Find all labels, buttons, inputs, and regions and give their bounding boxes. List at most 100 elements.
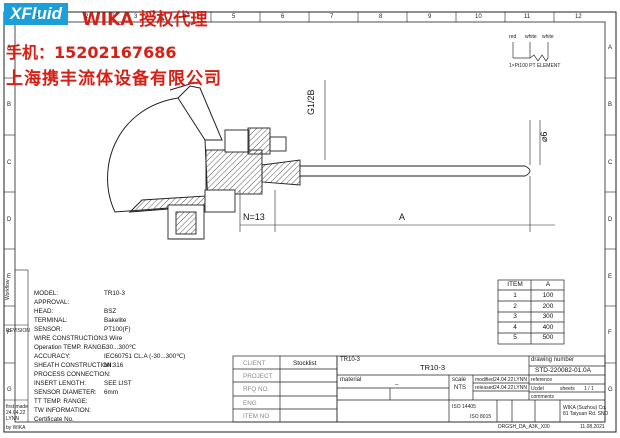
spec-value: BSZ [104,308,117,315]
col-number: 4 [183,14,187,20]
table-cell: 4 [513,324,517,331]
table-cell: 5 [513,334,517,341]
row-letter: B [7,102,12,108]
spec-label: PROCESS CONNECTION: [34,371,111,378]
spec-label: Certificate No. [34,416,74,423]
scale-label: scale [452,377,467,383]
col-number: 10 [475,14,482,20]
spec-value: IEC60751 CL.A (-30...300℃) [104,353,186,360]
dimension-lines [239,80,555,232]
wire-label-red: red [509,34,517,40]
first-made-date: 24.04.22 [6,410,26,416]
client-value: Stocklist [293,360,317,367]
row-letter: C [7,160,12,166]
wika-agent-title: WIKA 授权代理 [82,10,208,30]
spec-value: -30...300℃ [104,344,136,351]
table-cell: 100 [542,292,554,299]
wire-label-white: white [525,34,537,40]
item-table-grid [497,279,565,345]
first-made-label: first made [6,404,28,410]
row-letter: A [7,45,12,51]
spec-value: 6mm [104,389,118,396]
comments-label: comments [531,394,555,400]
a-header: A [545,281,551,288]
modified-label: modified [475,377,494,383]
row-letter: F [7,330,11,336]
spec-label: SENSOR: [34,326,63,333]
spec-label: SHEATH CONSTRUCTION: [34,362,114,369]
workflow-label: Workflow [5,279,11,300]
diameter-dimension: ⌀6 [539,131,549,142]
row-letter: D [7,217,12,223]
sheets-value: 1 / 1 [584,386,594,392]
spec-label: TW INFORMATION: [34,407,91,414]
company-name: 上海携丰流体设备有限公司 [6,69,222,89]
eng-label: ENG [243,400,257,407]
row-letter: E [608,274,613,280]
spec-value: MI 316 [104,362,124,369]
col-number: 1 [36,14,40,20]
footer-date: 11.08.2021 [580,424,605,430]
col-number: 6 [281,14,285,20]
drawing-number: STD-220082-01.0A [535,367,592,374]
model-center: TR10-3 [420,363,446,372]
drawing-number-label: drawing number [531,357,575,363]
released-label: released [475,385,495,391]
col-number: 7 [330,14,334,20]
client-label: CLIENT [243,360,266,367]
spec-value: PT100(F) [104,326,131,333]
material-label: material [340,377,362,383]
row-letter: A [608,45,613,51]
revision-label: REVISION [6,328,30,334]
released-by: LYNN [514,385,527,391]
sheath [299,165,531,177]
iso-ref-label: ISO 8015 [470,414,492,420]
scale-value: NTS [454,385,466,391]
row-letter: B [608,102,613,108]
spec-label: ACCURACY: [34,353,71,360]
company-address-block: 81 Taiyuan Rd. SND [563,411,609,417]
sheets-label: sheets [560,386,575,392]
rfq-label: RFQ NO. [243,386,270,393]
spec-label: WIRE CONSTRUCTION: [34,335,105,342]
modified-date: 24.04.22 [494,377,514,383]
phone-number: 手机：15202167686 [6,43,177,62]
wire-label-white-2: white [542,34,554,40]
project-label: PROJECT [243,373,273,380]
row-letter: E [7,274,12,280]
table-cell: 200 [542,303,554,310]
col-number: 9 [428,14,432,20]
title-block-grid [336,355,606,423]
spec-label: INSERT LENGTH: [34,380,86,387]
n-dimension: N=13 [243,212,265,222]
col-number: 12 [575,14,582,20]
revision-strip [4,269,29,422]
spec-label: TT TEMP. RANGE: [34,398,88,405]
col-number: 8 [379,14,383,20]
spec-label: APPROVAL: [34,299,70,306]
sensor-head [107,83,223,213]
row-letter: G [608,387,613,393]
row-letter: D [608,217,613,223]
spec-label: MODEL: [34,290,59,297]
row-letter: C [608,160,613,166]
col-number: 2 [85,14,89,20]
table-cell: 3 [513,313,517,320]
item-no-label: ITEM NO [243,413,270,420]
item-header: ITEM [507,281,523,288]
spec-label: Operation TEMP. RANGE: [34,344,108,351]
spec-label: HEAD: [34,308,54,315]
table-cell: 2 [513,303,517,310]
footer-code: DRGSH_DA_A3K_X00 [498,424,550,430]
table-cell: 300 [542,313,554,320]
table-cell: 500 [542,334,554,341]
outer-frame [3,11,617,433]
spec-value: TR10-3 [104,290,125,297]
a-dimension: A [399,212,406,222]
thread-dimension: G1/2B [306,89,316,115]
spec-label: SENSOR DIAMETER: [34,389,97,396]
spec-value: 3 Wire [104,335,123,342]
col-number: 3 [134,14,138,20]
first-made-name: LYNN [6,416,19,422]
model-small: TR10-3 [340,357,361,363]
